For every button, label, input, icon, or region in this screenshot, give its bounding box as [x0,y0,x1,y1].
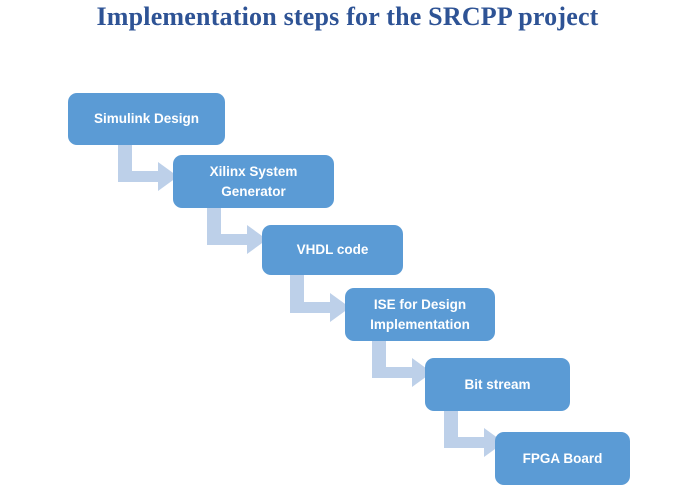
connector-arrow-1 [118,140,180,192]
flow-step-xilinx-system-generator[interactable]: Xilinx System Generator [173,155,334,208]
connector-arrow-2 [207,203,269,255]
connector-arrow-3 [290,271,352,323]
flow-step-label: ISE for Design Implementation [370,296,470,332]
flow-step-bit-stream[interactable]: Bit stream [425,358,570,411]
flow-step-vhdl-code[interactable]: VHDL code [262,225,403,275]
flow-step-fpga-board[interactable]: FPGA Board [495,432,630,485]
flow-step-label: Bit stream [464,376,531,392]
flow-step-simulink-design[interactable]: Simulink Design [68,93,225,145]
flow-step-label: Xilinx System Generator [209,163,298,199]
flow-step-ise-for-design-implementation[interactable]: ISE for Design Implementation [345,288,495,341]
flow-step-label: FPGA Board [522,450,603,466]
flow-step-label: Simulink Design [93,111,200,127]
flow-step-label: VHDL code [296,242,369,258]
page-title: Implementation steps for the SRCPP proje… [96,2,599,31]
